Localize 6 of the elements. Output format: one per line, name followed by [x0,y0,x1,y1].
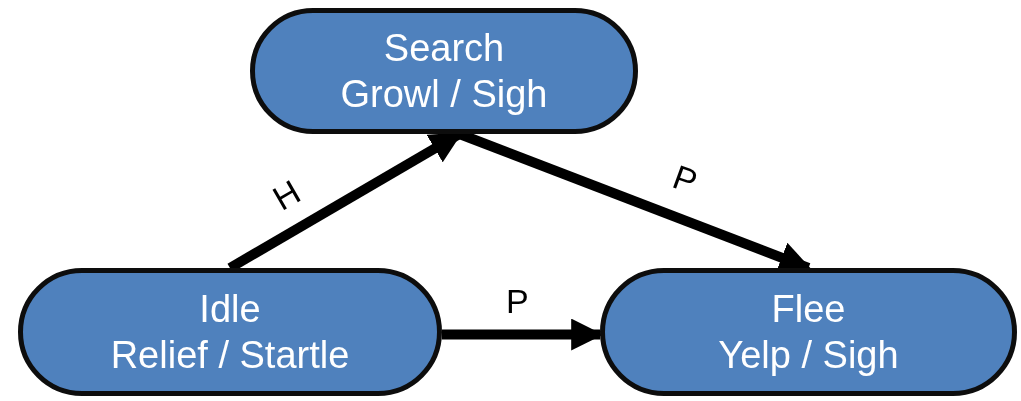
state-name: Flee [771,286,846,332]
state-actions: Growl / Sigh [340,72,548,117]
state-name: Search [383,25,505,71]
state-actions: Relief / Startle [110,333,350,378]
state-actions: Yelp / Sigh [718,333,899,378]
state-name: Idle [199,286,261,332]
